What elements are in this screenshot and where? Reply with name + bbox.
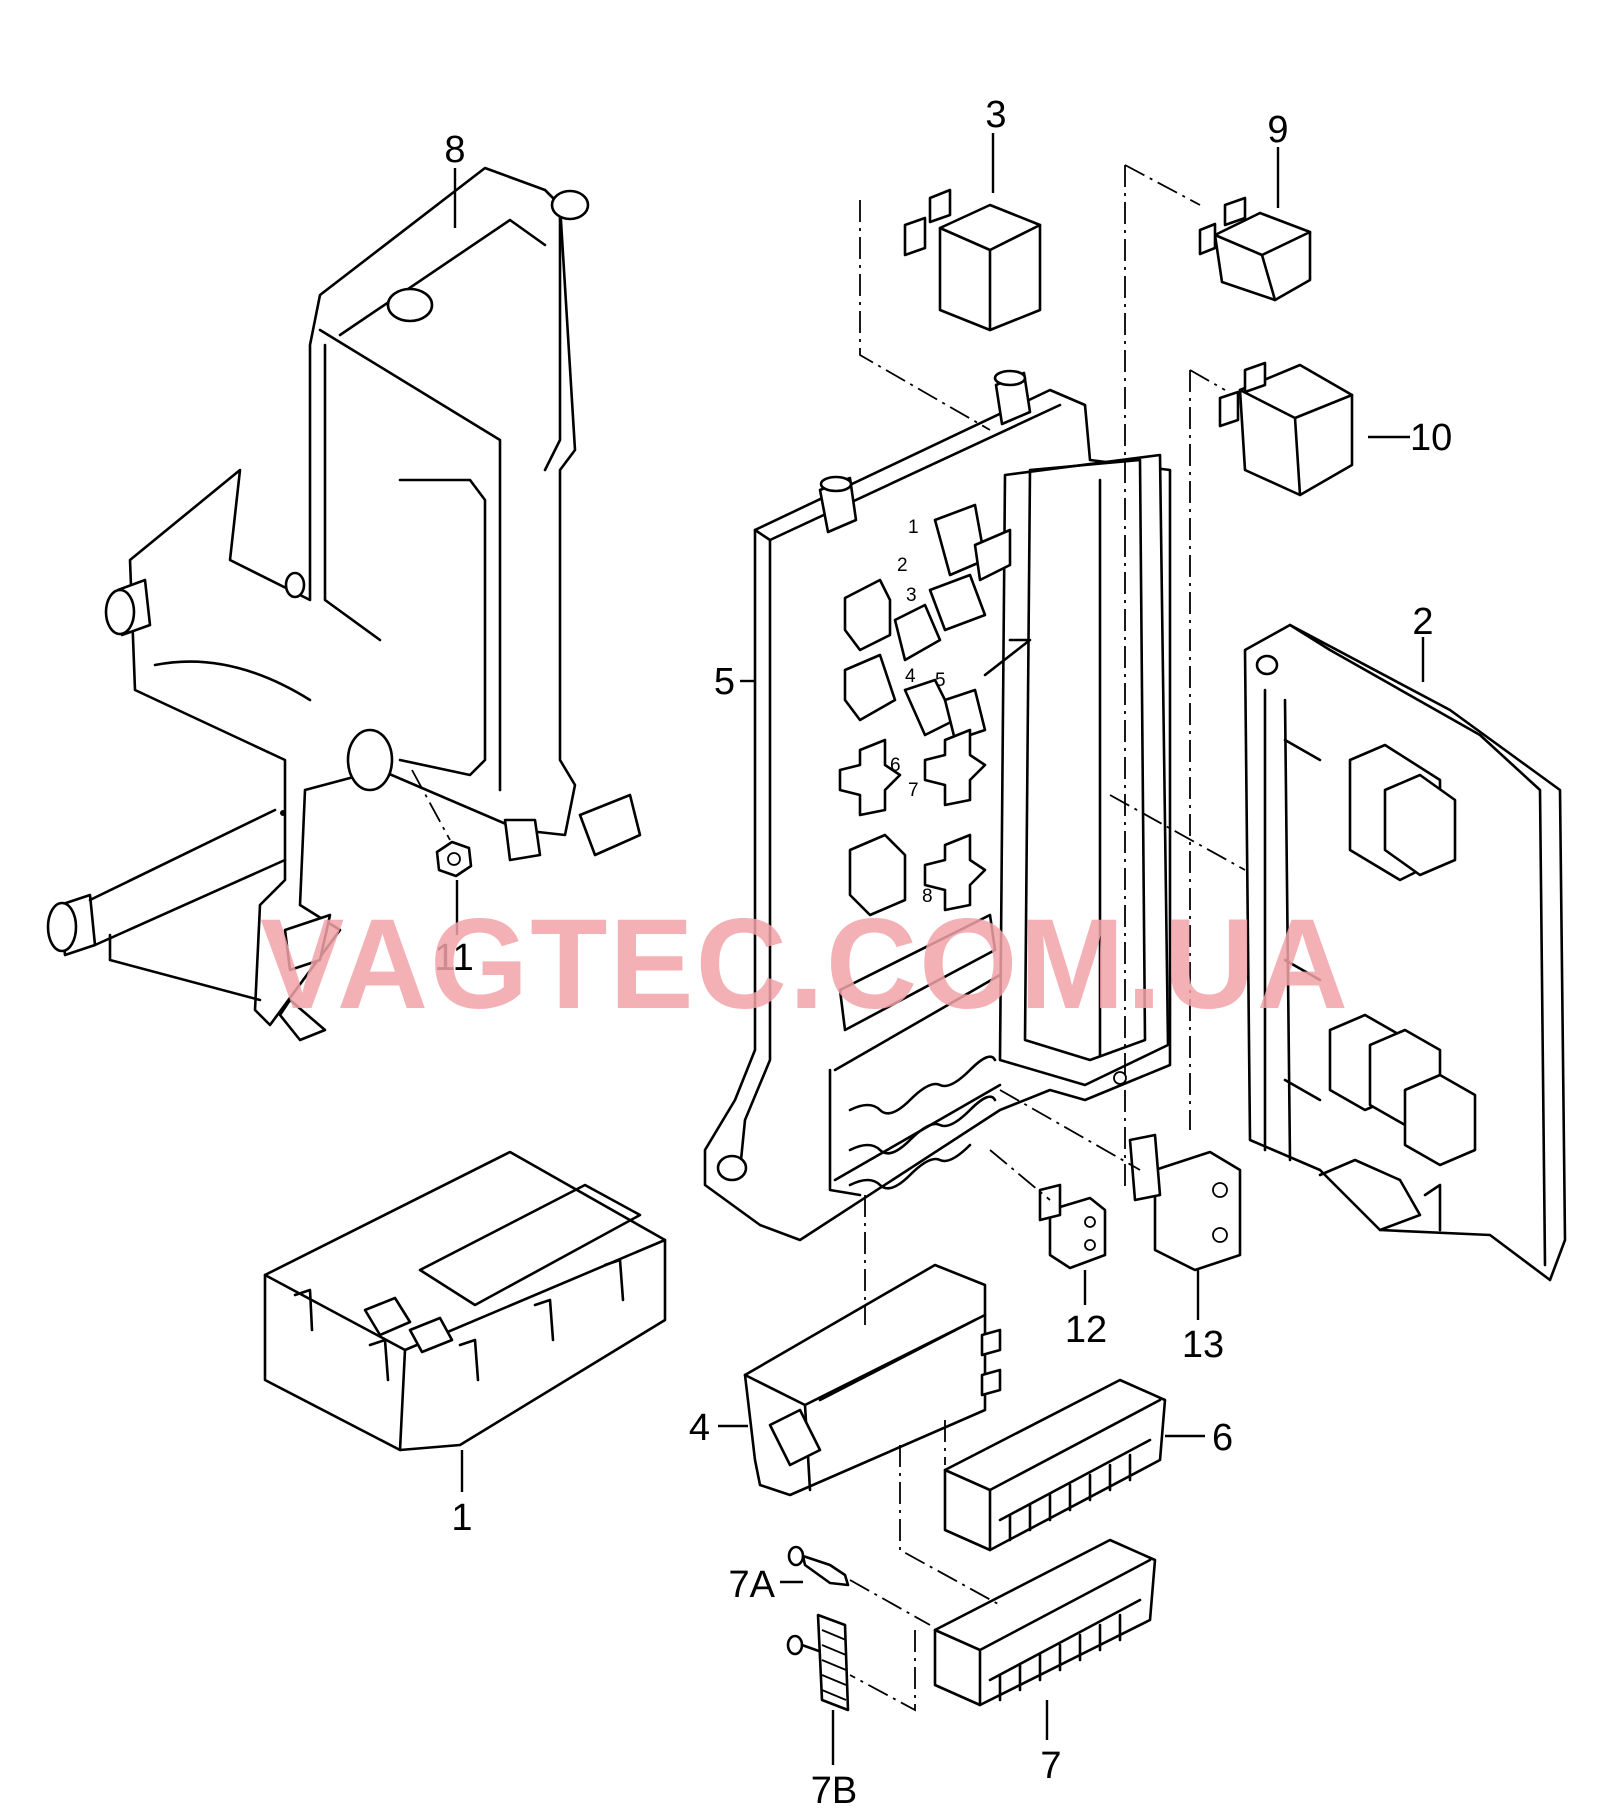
slot-number-8: 8 bbox=[922, 886, 933, 907]
connector-part-6 bbox=[943, 1378, 1167, 1552]
callout-3: 3 bbox=[985, 94, 1006, 136]
fuse-holder bbox=[743, 1263, 1002, 1497]
relay-part-9 bbox=[1198, 196, 1312, 302]
callout-2: 2 bbox=[1412, 601, 1433, 643]
slot-number-2: 2 bbox=[897, 555, 908, 576]
mounting-bracket bbox=[46, 166, 642, 1042]
terminal-part-7b bbox=[786, 1613, 850, 1712]
fuse-part-12 bbox=[1038, 1183, 1107, 1270]
callout-11: 11 bbox=[434, 937, 473, 979]
slot-number-4: 4 bbox=[905, 666, 916, 687]
callout-4: 4 bbox=[689, 1407, 710, 1449]
callout-labels: 8 3 9 10 5 2 11 12 13 1 4 6 7A 7B 7 bbox=[434, 94, 1452, 1812]
callout-6: 6 bbox=[1212, 1417, 1233, 1459]
slot-number-6: 6 bbox=[890, 755, 901, 776]
watermark: VAGTEC.COM.UA bbox=[260, 893, 1350, 1036]
relay-part-3 bbox=[903, 188, 1042, 332]
callout-1: 1 bbox=[451, 1497, 472, 1539]
control-module bbox=[263, 1150, 667, 1452]
slot-number-3: 3 bbox=[906, 585, 917, 606]
nut bbox=[411, 769, 473, 878]
terminal-part-7a bbox=[787, 1545, 850, 1587]
callout-9: 9 bbox=[1267, 109, 1288, 151]
callout-8: 8 bbox=[444, 129, 465, 171]
control-unit bbox=[1243, 623, 1567, 1282]
relay-carrier: 1 2 3 4 5 6 7 8 bbox=[703, 369, 1172, 1242]
callout-10: 10 bbox=[1410, 417, 1452, 459]
callout-5: 5 bbox=[714, 661, 735, 703]
connector-part-7 bbox=[933, 1538, 1157, 1707]
leader-lines bbox=[453, 133, 1425, 1765]
callout-7a: 7A bbox=[729, 1564, 776, 1606]
assembly-lines bbox=[849, 164, 1246, 1712]
callout-12: 12 bbox=[1065, 1309, 1107, 1351]
slot-number-7: 7 bbox=[908, 780, 919, 801]
callout-7b: 7B bbox=[811, 1770, 857, 1812]
slot-number-1: 1 bbox=[908, 517, 919, 538]
relay-part-10 bbox=[1218, 361, 1354, 497]
callout-7: 7 bbox=[1040, 1745, 1061, 1787]
callout-13: 13 bbox=[1182, 1324, 1224, 1366]
slot-number-5: 5 bbox=[935, 670, 946, 691]
fuse-part-13 bbox=[1128, 1133, 1242, 1272]
